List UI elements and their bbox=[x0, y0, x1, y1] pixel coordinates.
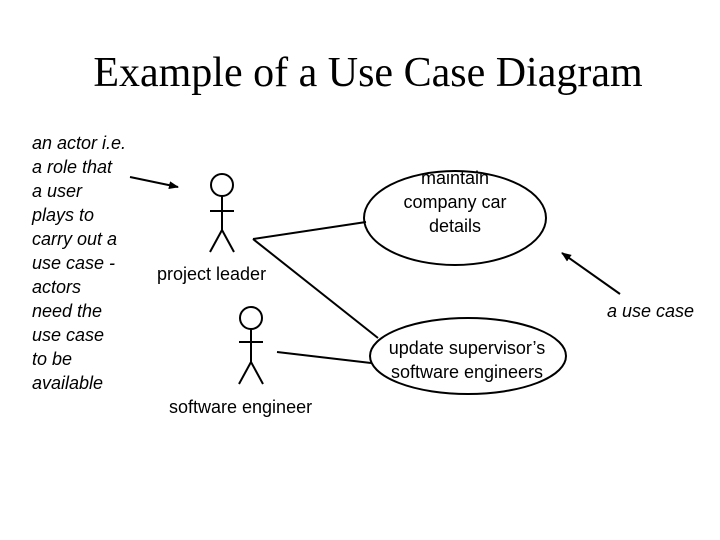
association-software-engineer-update bbox=[276, 351, 372, 364]
actor-note-line: use case - bbox=[32, 253, 116, 273]
project-leader-actor-icon bbox=[209, 173, 235, 253]
use-case-label-line: company car bbox=[403, 192, 507, 212]
actor-note-line: carry out a bbox=[32, 229, 118, 249]
software-engineer-actor-icon bbox=[238, 306, 264, 385]
actor-note-line: a role that bbox=[32, 157, 113, 177]
arrow-to-actor-icon bbox=[129, 176, 179, 190]
use-case-ellipse-maintain bbox=[363, 170, 547, 266]
use-case-label-line: maintain bbox=[420, 168, 490, 188]
actor-note-line: available bbox=[32, 373, 104, 393]
actor-note-line: use case bbox=[32, 325, 105, 345]
use-case-explanation-note: a use case bbox=[607, 301, 695, 321]
slide-title: Example of a Use Case Diagram bbox=[93, 50, 643, 96]
arrow-to-use-case-icon bbox=[561, 252, 621, 295]
actor-note-line: plays to bbox=[32, 205, 95, 225]
use-case-label-line: software engineers bbox=[390, 362, 544, 382]
actor-note-line: a user bbox=[32, 181, 83, 201]
association-project-leader-update bbox=[252, 238, 379, 339]
software-engineer-label: software engineer bbox=[169, 397, 313, 417]
actor-note-line: actors bbox=[32, 277, 82, 297]
use-case-label-update: update supervisor’s software engineers bbox=[372, 336, 562, 384]
actor-note-line: need the bbox=[32, 301, 103, 321]
association-project-leader-maintain bbox=[252, 221, 367, 240]
actor-explanation-note: an actor i.e. a role that a user plays t… bbox=[32, 131, 142, 395]
actor-note-line: to be bbox=[32, 349, 73, 369]
use-case-label-line: update supervisor’s bbox=[388, 338, 546, 358]
use-case-ellipse-update bbox=[369, 317, 567, 395]
use-case-label-line: details bbox=[428, 216, 482, 236]
actor-note-line: an actor i.e. bbox=[32, 133, 127, 153]
use-case-label-maintain: maintain company car details bbox=[392, 166, 518, 238]
project-leader-label: project leader bbox=[157, 264, 267, 284]
